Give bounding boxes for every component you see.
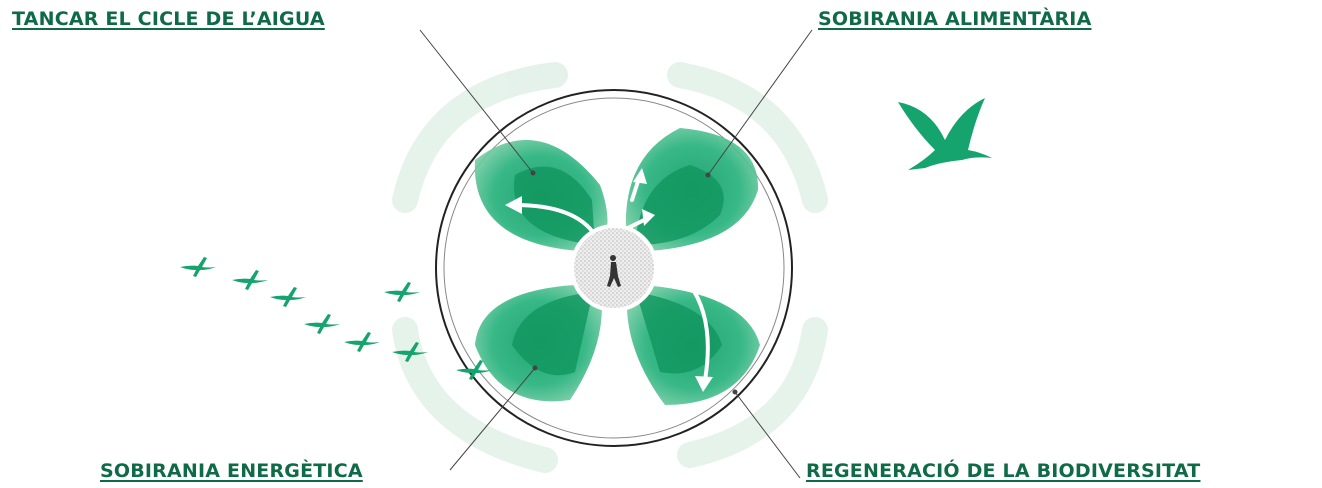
- bird-icon: [270, 287, 306, 307]
- bird-icon: [180, 257, 216, 277]
- petal-bottom-right: [627, 284, 760, 405]
- bird-flock: [180, 257, 492, 380]
- petal-top-right: [626, 128, 758, 252]
- bird-icon: [304, 314, 340, 334]
- bird-icon: [384, 282, 420, 302]
- bird-icon: [344, 332, 380, 352]
- bird-icon: [232, 270, 268, 290]
- petal-bottom-left: [475, 284, 602, 401]
- heron-icon: [898, 98, 992, 170]
